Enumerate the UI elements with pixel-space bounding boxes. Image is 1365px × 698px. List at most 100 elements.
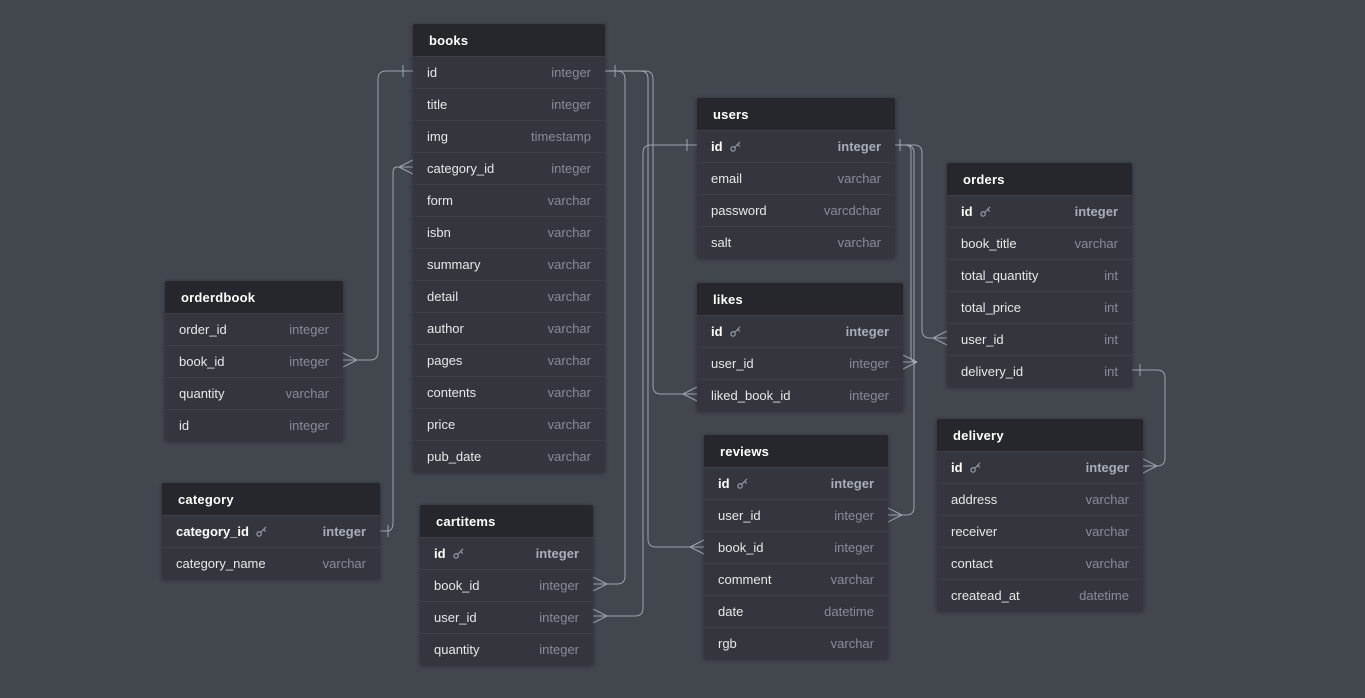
table-title: orderdbook <box>181 289 256 305</box>
field-name-text: user_id <box>434 610 477 625</box>
field-name: category_name <box>176 556 266 571</box>
field-name-text: quantity <box>179 386 225 401</box>
field-name-text: book_id <box>434 578 480 593</box>
table-header-likes[interactable]: likes <box>697 283 903 315</box>
field-name-text: password <box>711 203 767 218</box>
rel-books-id-to-cartitems-bookid <box>605 70 626 585</box>
table-header-books[interactable]: books <box>413 24 605 56</box>
field-type: integer <box>289 418 329 433</box>
field-row-books-img[interactable]: img timestamp <box>413 120 605 152</box>
field-name-text: user_id <box>961 332 1004 347</box>
field-name-text: contact <box>951 556 993 571</box>
field-type: integer <box>551 161 591 176</box>
field-name: id <box>179 418 189 433</box>
field-row-delivery-createad_at[interactable]: createad_at datetime <box>937 579 1143 611</box>
table-header-orderdbook[interactable]: orderdbook <box>165 281 343 313</box>
rel-cartitems-userid-to-users-id <box>607 144 697 617</box>
field-type: integer <box>1074 204 1118 219</box>
field-name: book_id <box>718 540 764 555</box>
field-name: total_price <box>961 300 1021 315</box>
field-type: datetime <box>1079 588 1129 603</box>
table-header-category[interactable]: category <box>162 483 380 515</box>
field-name: img <box>427 129 448 144</box>
rel-orderdbook-bookid-to-books-id <box>357 70 413 361</box>
field-name: id <box>718 476 749 491</box>
field-name: createad_at <box>951 588 1020 603</box>
field-row-cartitems-user_id[interactable]: user_id integer <box>420 601 593 633</box>
field-name-text: title <box>427 97 448 112</box>
field-type: integer <box>539 610 579 625</box>
field-name-text: total_quantity <box>961 268 1039 283</box>
field-type: integer <box>1085 460 1129 475</box>
table-header-orders[interactable]: orders <box>947 163 1132 195</box>
table-header-delivery[interactable]: delivery <box>937 419 1143 451</box>
table-header-users[interactable]: users <box>697 98 895 130</box>
field-name: quantity <box>434 642 480 657</box>
field-name-text: img <box>427 129 448 144</box>
field-name: id <box>711 139 742 154</box>
table-header-cartitems[interactable]: cartitems <box>420 505 593 537</box>
field-name-text: book_title <box>961 236 1017 251</box>
field-row-orderdbook-id[interactable]: id integer <box>165 409 343 441</box>
field-name: form <box>427 193 453 208</box>
field-type: int <box>1104 364 1118 379</box>
field-name: book_id <box>179 354 225 369</box>
table-header-reviews[interactable]: reviews <box>704 435 888 467</box>
field-type: timestamp <box>531 129 591 144</box>
many-marker-likes-likedbookid <box>682 386 698 402</box>
field-name: comment <box>718 572 771 587</box>
